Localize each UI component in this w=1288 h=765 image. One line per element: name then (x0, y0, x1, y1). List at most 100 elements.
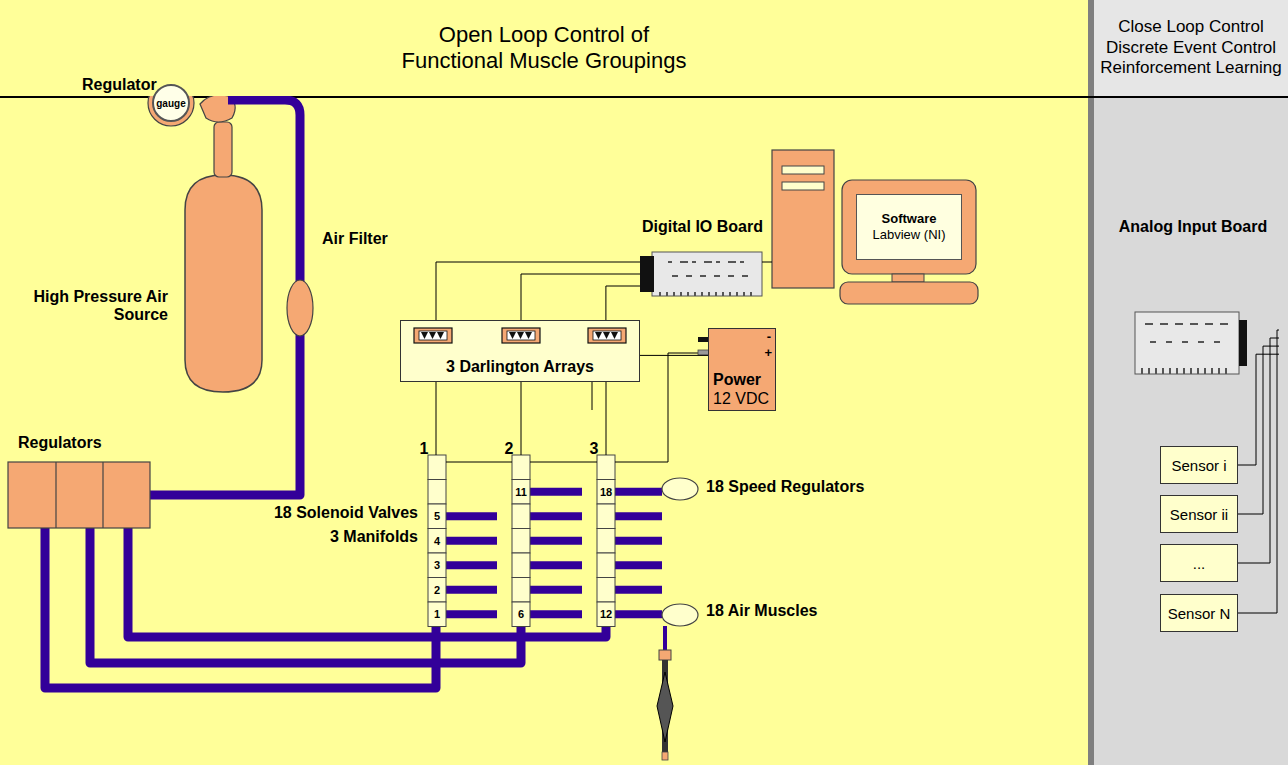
node-text: Software (882, 211, 937, 227)
part-label: 18 Solenoid Valves (274, 504, 418, 522)
solenoid-valve (512, 578, 530, 603)
sensor-box: ... (1160, 544, 1238, 582)
node-text: Sensor ii (1170, 506, 1228, 523)
solenoid-valve (428, 602, 446, 627)
signal-wire (640, 355, 708, 356)
solenoid-valve (428, 504, 446, 529)
monitor (842, 180, 976, 274)
power-supply: Power12 VDC - + (708, 328, 776, 411)
callout-number: 6 (518, 609, 524, 620)
node-text: 12 VDC (713, 390, 769, 408)
right-panel (1094, 0, 1288, 765)
solenoid-valve (428, 455, 446, 480)
darlington-ground (400, 320, 640, 382)
analog-board (1135, 312, 1239, 374)
solenoid-valve (597, 480, 615, 505)
solenoid-valve (597, 455, 615, 480)
regulators-block (8, 462, 150, 528)
computer-tower (772, 150, 834, 288)
darlington-box: 3 Darlington Arrays (400, 320, 640, 382)
darlington-chips (414, 328, 626, 343)
air-filter (287, 280, 313, 336)
solenoid-valve (428, 480, 446, 505)
tank-valve (214, 122, 232, 177)
solenoid-valve (512, 553, 530, 578)
node-text: Digital IO Board (630, 218, 775, 236)
signal-wire (1238, 354, 1279, 465)
node-text: Open Loop Control of Functional Muscle G… (379, 22, 709, 75)
analog-connector (1239, 320, 1247, 366)
io-connector (640, 256, 654, 292)
header-band: Close Loop Control Discrete Event Contro… (1094, 0, 1288, 96)
solenoid-valve (512, 504, 530, 529)
solenoid-valve (428, 529, 446, 554)
muscle-fitting (659, 650, 671, 660)
io-board: Digital IO Board (640, 250, 783, 298)
part-label: Regulators (18, 434, 102, 452)
node-text: ... (1193, 555, 1206, 572)
io-board (652, 252, 762, 296)
callout-number: 11 (515, 486, 527, 497)
part-label: 3 Manifolds (330, 528, 418, 546)
signal-wire (521, 274, 640, 320)
part-label: 18 Air Muscles (706, 602, 817, 620)
solenoid-valve (512, 602, 530, 627)
signal-wire (606, 286, 640, 320)
signal-wire (1238, 346, 1279, 514)
node-text: Analog Input Board (1115, 218, 1271, 236)
callout-number: 12 (600, 609, 612, 620)
node-text: Sensor N (1168, 605, 1231, 622)
speed-regulator (662, 478, 698, 500)
node-text: + (764, 346, 772, 359)
part-label: Regulator (82, 76, 157, 94)
solenoid-valve (512, 480, 530, 505)
solenoid-valve (512, 455, 530, 480)
callout-number: 18 (600, 486, 612, 497)
solenoid-valve (597, 602, 615, 627)
control-wires (436, 353, 700, 462)
sensor-box: Sensor ii (1160, 495, 1238, 533)
air-hoses (45, 100, 606, 688)
node-text: - (767, 330, 771, 343)
part-label: 18 Speed Regulators (706, 478, 864, 496)
keyboard (840, 282, 978, 304)
sensor-box: Sensor N (1160, 594, 1238, 632)
speed-regulator (662, 604, 698, 626)
solenoid-valve (428, 553, 446, 578)
node-text: 3 Darlington Arrays (446, 358, 594, 376)
part-label: 1 (420, 440, 429, 458)
software-screen: SoftwareLabview (NI) (856, 194, 962, 260)
solenoid-valve (512, 529, 530, 554)
node-text: Labview (NI) (873, 227, 946, 243)
header-band: Open Loop Control of Functional Muscle G… (0, 0, 1088, 96)
analog-board: Analog Input Board (1135, 312, 1279, 374)
solenoid-valve (597, 553, 615, 578)
panel-divider (1088, 0, 1094, 765)
callout-number: 2 (434, 584, 440, 595)
callout-number: 5 (434, 511, 440, 522)
solenoid-valve (597, 578, 615, 603)
callout-number: 1 (434, 609, 440, 620)
air-tank (185, 175, 262, 392)
valve-outlets (446, 492, 662, 615)
manifolds (428, 455, 615, 627)
callout-number: 3 (434, 560, 440, 571)
node-text: gauge (156, 98, 185, 109)
node-text: Sensor i (1171, 457, 1226, 474)
node-text: Power (713, 371, 761, 389)
gauge-dial: gauge (152, 84, 190, 122)
part-label: Air Filter (322, 230, 388, 248)
node-text: Close Loop Control Discrete Event Contro… (1098, 17, 1284, 78)
solenoid-valve (597, 504, 615, 529)
signal-wire (1238, 330, 1279, 613)
part-label: 3 (590, 440, 599, 458)
air-muscle-bladder (657, 672, 673, 742)
solenoid-valve (597, 529, 615, 554)
part-label: 2 (505, 440, 514, 458)
part-label: High Pressure Air Source (28, 288, 168, 325)
callout-number: 4 (434, 535, 440, 546)
signal-wire (436, 262, 640, 320)
solenoid-valve (428, 578, 446, 603)
sensor-box: Sensor i (1160, 446, 1238, 484)
